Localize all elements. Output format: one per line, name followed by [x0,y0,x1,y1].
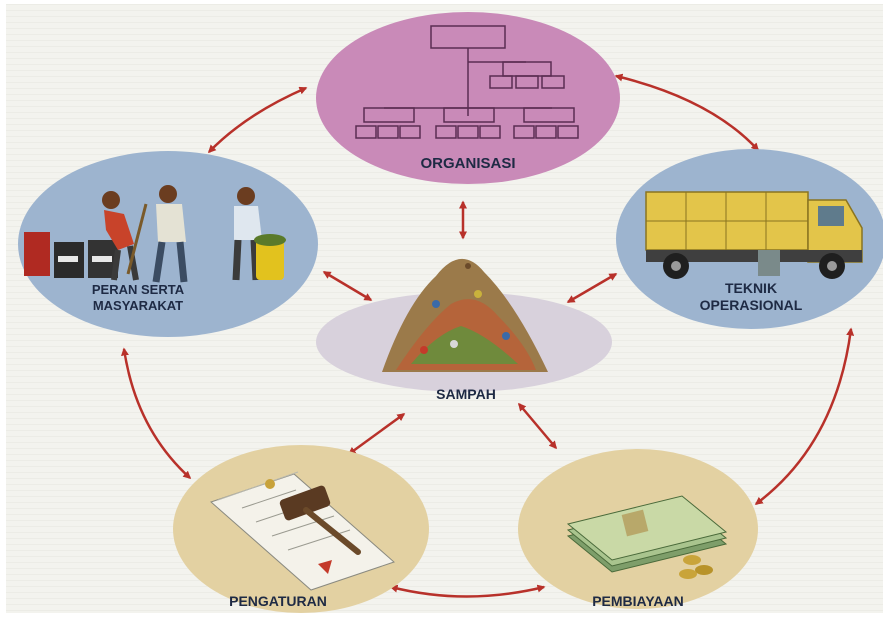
arrow-pengaturan-pembiayaan [389,584,546,598]
arrow-organisasi-peran [207,86,308,154]
garbage-truck-icon [645,191,863,279]
node-organisasi: ORGANISASI [316,12,620,184]
arrow-sampah-teknik [566,272,618,304]
pembiayaan-label: PEMBIAYAAN [592,593,684,609]
arrows [121,73,855,598]
arrow-peran-pengaturan [121,347,192,480]
node-pembiayaan: PEMBIAYAAN [518,449,758,609]
sampah-label: SAMPAH [436,386,496,402]
node-teknik-operasional: TEKNIK OPERASIONAL [616,149,883,329]
arrow-teknik-pembiayaan [754,327,855,505]
diagram-svg: ORGANISASI PERAN SERTA [6,4,883,613]
gavel-document-icon [210,471,395,591]
node-peran-serta: PERAN SERTA MASYARAKAT [18,151,318,337]
garbage-pile-icon [382,258,548,372]
pengaturan-label: PENGATURAN [229,593,327,609]
teknik-label-line2: OPERASIONAL [700,297,803,313]
node-pengaturan: PENGATURAN [173,445,429,613]
arrow-sampah-pengaturan [347,412,406,456]
org-chart-icon [355,25,579,139]
organisasi-label: ORGANISASI [420,155,515,172]
diagram-canvas: ORGANISASI PERAN SERTA [6,4,883,613]
node-sampah: SAMPAH [316,258,612,402]
community-workers-icon [24,185,286,283]
teknik-label-line1: TEKNIK [725,280,777,296]
peran-label-line2: MASYARAKAT [93,298,183,313]
arrow-sampah-peran [322,270,373,302]
arrow-sampah-pembiayaan [518,402,557,450]
money-stack-icon [566,495,728,579]
peran-label-line1: PERAN SERTA [92,282,185,297]
arrow-organisasi-teknik [614,73,760,152]
